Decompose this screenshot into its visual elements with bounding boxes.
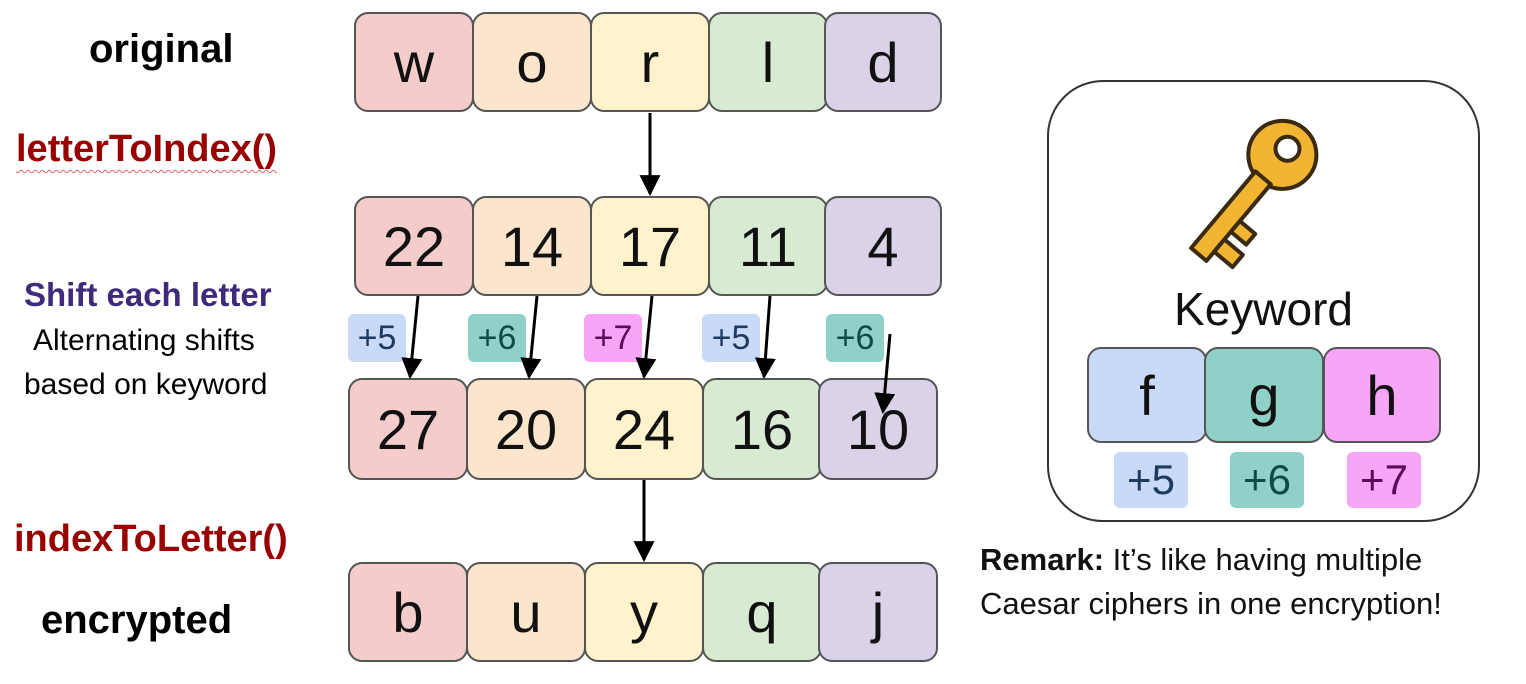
original-cell: o <box>472 12 592 112</box>
keyword-title: Keyword <box>1174 283 1353 335</box>
encrypted-label: encrypted <box>41 598 233 642</box>
arrow-shift-1 <box>401 295 423 380</box>
index-to-letter-label: indexToLetter() <box>14 518 288 560</box>
arrow-shift-3 <box>635 295 657 380</box>
shift-badge: +6 <box>826 314 884 362</box>
encrypted-cell: y <box>584 562 704 662</box>
original-label: original <box>89 27 234 71</box>
keyword-shift: +6 <box>1230 452 1304 508</box>
index-cell: 17 <box>590 196 710 296</box>
shifted-cell: 24 <box>584 378 704 480</box>
original-cell: d <box>824 12 942 112</box>
original-cell: r <box>590 12 710 112</box>
arrow-shift-5 <box>874 333 896 415</box>
index-cell: 11 <box>708 196 828 296</box>
shift-title: Shift each letter <box>24 276 272 313</box>
keyword-shift: +7 <box>1347 452 1421 508</box>
encrypted-cell: q <box>702 562 822 662</box>
index-cell: 22 <box>354 196 474 296</box>
keyword-shift: +5 <box>1114 452 1188 508</box>
keyword-letter: g <box>1204 347 1324 443</box>
encrypted-cell: j <box>818 562 938 662</box>
index-cell: 14 <box>472 196 592 296</box>
index-cell: 4 <box>824 196 942 296</box>
remark-bold: Remark: <box>980 542 1105 577</box>
keyword-letter: h <box>1323 347 1441 443</box>
shift-badge: +7 <box>584 314 642 362</box>
encrypted-cell: b <box>348 562 468 662</box>
letter-to-index-label: letterToIndex() <box>16 128 278 170</box>
remark-line-2: Caesar ciphers in one encryption! <box>980 586 1442 621</box>
keyword-panel: Keyword f g h +5 +6 +7 <box>1047 80 1480 522</box>
keyword-letter: f <box>1087 347 1207 443</box>
arrow-shift-4 <box>754 295 776 380</box>
remark-line-1: It’s like having multiple <box>1104 542 1423 577</box>
shift-badge: +6 <box>468 314 526 362</box>
remark-text: Remark: It’s like having multiple Caesar… <box>980 538 1442 626</box>
shift-badge: +5 <box>348 314 406 362</box>
key-icon <box>1189 118 1319 270</box>
arrow-shift-2 <box>520 295 542 380</box>
shifted-cell: 27 <box>348 378 468 480</box>
original-cell: l <box>708 12 828 112</box>
shift-subtitle-1: Alternating shifts <box>33 324 255 357</box>
shift-badge: +5 <box>702 314 760 362</box>
shift-subtitle-2: based on keyword <box>24 368 268 401</box>
